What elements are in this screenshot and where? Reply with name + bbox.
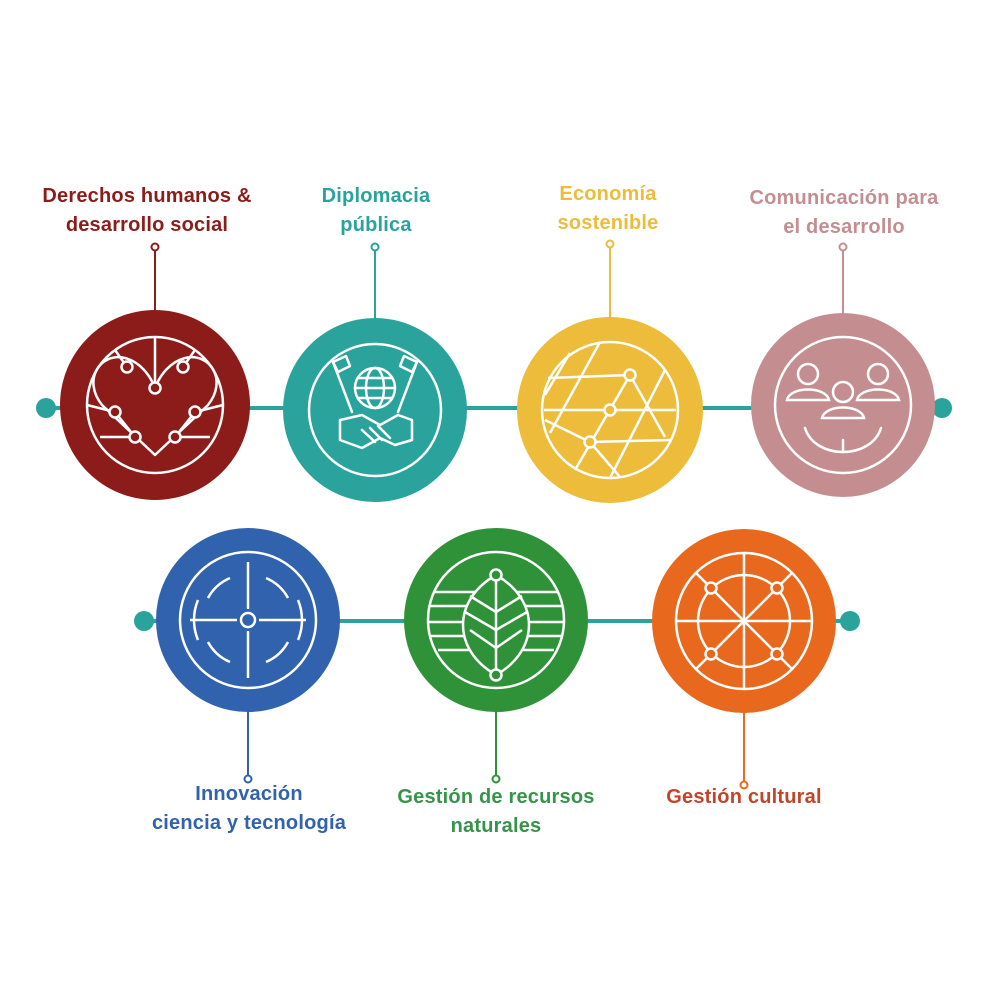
label-line: desarrollo social <box>65 214 229 236</box>
label-line: Gestión de recursos <box>397 786 595 808</box>
label-line: Diplomacia <box>321 185 431 207</box>
label-line: pública <box>340 214 412 236</box>
label-line: Comunicación para <box>749 187 939 209</box>
label-derechos-humanos: Derechos humanos & desarrollo social <box>17 182 277 240</box>
label-diplomacia-publica: Diplomacia pública <box>246 182 506 240</box>
node-derechos-humanos <box>60 242 250 500</box>
label-gestion-cultural: Gestión cultural <box>614 783 874 812</box>
node-diplomacia-publica <box>283 242 467 502</box>
node-innovacion <box>156 528 340 784</box>
label-line: Economía <box>559 183 657 205</box>
label-recursos-naturales: Gestión de recursos naturales <box>366 783 626 841</box>
label-line: sostenible <box>557 212 659 234</box>
people-smile-icon <box>773 335 913 475</box>
label-line: el desarrollo <box>783 216 905 238</box>
label-line: ciencia y tecnología <box>151 812 347 834</box>
heart-circuit-icon <box>85 335 225 475</box>
connector-end-dot <box>134 611 154 631</box>
handshake-globe-icon <box>307 342 443 478</box>
crosshair-target-icon <box>178 550 318 690</box>
node-gestion-cultural <box>652 529 836 790</box>
node-comunicacion-desarrollo <box>751 242 935 497</box>
leaf-icon <box>426 550 566 690</box>
label-innovacion: Innovación ciencia y tecnología <box>119 780 379 838</box>
wheel-icon <box>674 551 814 691</box>
connector-end-dot <box>932 398 952 418</box>
network-lines-icon <box>540 340 680 480</box>
label-line: Gestión cultural <box>666 786 822 808</box>
node-economia-sostenible <box>517 239 703 503</box>
label-line: Innovación <box>195 783 303 805</box>
label-line: naturales <box>450 815 542 837</box>
label-comunicacion-desarrollo: Comunicación para el desarrollo <box>714 184 974 242</box>
node-recursos-naturales <box>404 528 588 784</box>
connector-end-dot <box>840 611 860 631</box>
connector-end-dot <box>36 398 56 418</box>
label-economia-sostenible: Economía sostenible <box>478 180 738 238</box>
label-line: Derechos humanos & <box>42 185 252 207</box>
